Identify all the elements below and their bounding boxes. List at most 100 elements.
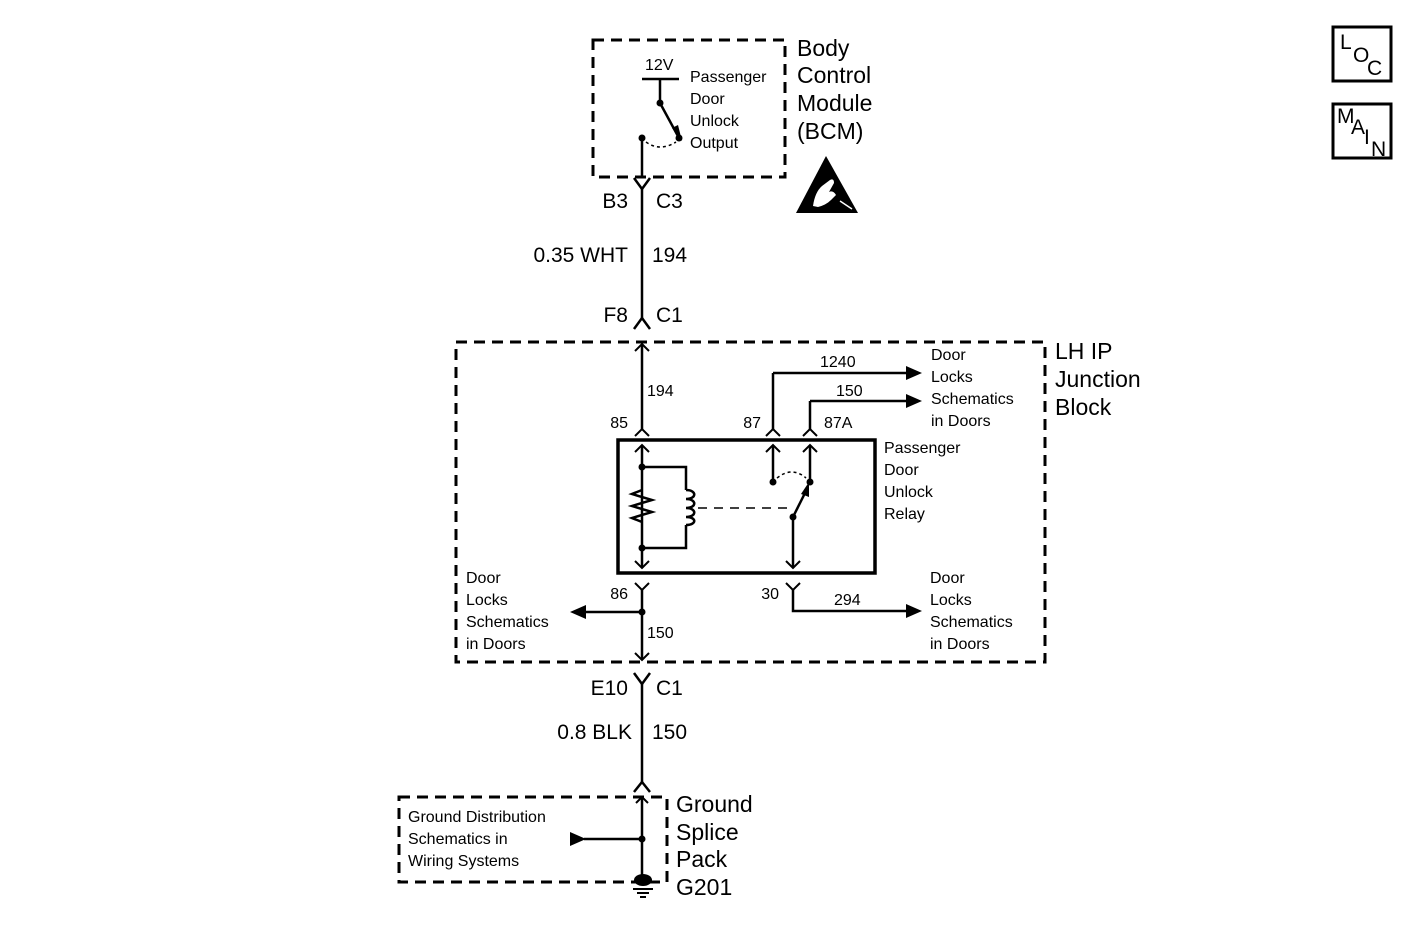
jb-bottom-connector-pin: E10 — [591, 677, 628, 700]
jb-circuit-194: 194 — [647, 383, 674, 400]
wire-294 — [791, 590, 908, 613]
esd-warning-icon — [796, 156, 858, 213]
jb-bottom-connector-v — [632, 672, 652, 687]
jb-bottom-connector: E10 C1 — [591, 672, 683, 700]
jb-title-line-3: Block — [1055, 394, 1112, 420]
bcm-title-line-1: Body — [797, 35, 850, 61]
bcm-connector-v — [632, 177, 652, 192]
dest-top-right-line-3: Schematics — [931, 391, 1014, 408]
main-letter-2: A — [1351, 116, 1365, 139]
term-87-label: 87 — [743, 415, 761, 432]
junction-block: LH IP Junction Block 194 85 1240 87 150 … — [454, 338, 1141, 664]
term-87-caret — [765, 427, 781, 437]
term-85-label: 85 — [610, 415, 628, 432]
jb-title-line-2: Junction — [1055, 366, 1141, 392]
jb-circuit-150-bottom: 150 — [647, 625, 674, 642]
passenger-door-unlock-relay — [616, 438, 877, 575]
ground-stud — [634, 874, 652, 886]
relay-label-line-4: Relay — [884, 506, 925, 523]
bcm-connector: B3 C3 — [602, 177, 683, 213]
relay-resistor — [627, 488, 657, 524]
relay-label-line-1: Passenger — [884, 440, 961, 457]
jb-circuit-150-top: 150 — [836, 383, 863, 400]
dest-top-right-line-2: Locks — [931, 369, 973, 386]
wire-upper-circuit: 194 — [652, 244, 687, 267]
dest-left-line-1: Door — [466, 570, 501, 587]
relay-switch-arrowhead — [801, 482, 809, 497]
jb-bottom-exit-v — [634, 652, 650, 662]
term-30-v — [785, 582, 801, 592]
ground-ref-line-1: Ground Distribution — [408, 809, 546, 826]
dest-bottom-right-line-1: Door — [930, 570, 965, 587]
relay-label-line-3: Unlock — [884, 484, 934, 501]
junction-block-boundary — [454, 340, 1047, 664]
bcm-switch-contact-right — [675, 134, 683, 142]
bcm-boundary — [591, 38, 787, 179]
ground-title-line-4: G201 — [676, 874, 732, 900]
jb-top-connector-name: C1 — [656, 304, 683, 327]
jb-bottom-connector-name: C1 — [656, 677, 683, 700]
wire-294-arrow — [906, 604, 922, 618]
term-30-label: 30 — [761, 586, 779, 603]
ground-ref-line-3: Wiring Systems — [408, 853, 519, 870]
ground-title-line-3: Pack — [676, 846, 728, 872]
relay-coil-winding — [685, 488, 696, 527]
jb-top-connector: F8 C1 — [603, 304, 683, 330]
bcm-switch-link-dotted — [645, 141, 677, 148]
relay-coil-bottom-rail — [642, 525, 688, 550]
main-button[interactable]: M A I N — [1331, 102, 1393, 161]
bcm-module: Body Control Module (BCM) 12V Passenger … — [591, 35, 872, 213]
main-letter-4: N — [1371, 138, 1386, 161]
bcm-title-line-3: Module — [797, 90, 872, 116]
loc-letter-3: C — [1367, 57, 1382, 80]
relay-85-lower-arrow — [634, 560, 650, 570]
wire-1240-arrow — [906, 366, 922, 380]
loc-button[interactable]: L O C — [1331, 25, 1393, 83]
bcm-title-line-2: Control — [797, 62, 871, 88]
dest-top-right-line-4: in Doors — [931, 413, 991, 430]
term-85-caret — [634, 427, 650, 437]
relay-label-line-2: Door — [884, 462, 919, 479]
jb-title-line-1: LH IP — [1055, 338, 1113, 364]
term-87a-label: 87A — [824, 415, 853, 432]
dest-bottom-right-line-3: Schematics — [930, 614, 1013, 631]
wire-86-branch-arrow — [570, 605, 586, 619]
relay-coil-top-rail — [642, 465, 688, 490]
bcm-title-line-4: (BCM) — [797, 118, 863, 144]
bcm-connector-pin: B3 — [602, 190, 628, 213]
relay-switch-blade — [791, 490, 808, 518]
loc-letter-2: O — [1353, 44, 1369, 67]
ground-entry-caret — [633, 779, 651, 793]
relay-30-lower-arrow — [785, 560, 801, 570]
ground-title-line-2: Splice — [676, 819, 739, 845]
ground-ref-arrow — [570, 832, 586, 846]
jb-top-connector-pin: F8 — [603, 304, 628, 327]
bcm-output-line-4: Output — [690, 135, 739, 152]
main-letter-3: I — [1364, 126, 1370, 149]
term-86-label: 86 — [610, 586, 628, 603]
dest-bottom-right-line-4: in Doors — [930, 636, 990, 653]
bcm-supply-label: 12V — [645, 57, 674, 74]
jb-top-connector-caret — [632, 315, 652, 330]
dest-bottom-right-line-2: Locks — [930, 592, 972, 609]
main-letter-1: M — [1337, 105, 1355, 128]
dest-left-line-2: Locks — [466, 592, 508, 609]
relay-switch-dotted-arc — [776, 471, 807, 479]
wire-upper-gauge: 0.35 WHT — [533, 244, 628, 267]
bcm-output-line-1: Passenger — [690, 69, 767, 86]
term-87a-caret — [802, 427, 818, 437]
dest-left-line-4: in Doors — [466, 636, 526, 653]
ground-title-line-1: Ground — [676, 791, 753, 817]
wire-lower-circuit: 150 — [652, 721, 687, 744]
bcm-output-line-2: Door — [690, 91, 725, 108]
ground-splice-pack: Ground Distribution Schematics in Wiring… — [397, 791, 753, 900]
term-86-v — [634, 582, 650, 592]
ground-splice-boundary — [397, 795, 669, 884]
bcm-connector-name: C3 — [656, 190, 683, 213]
loc-letter-1: L — [1340, 31, 1352, 54]
jb-circuit-1240: 1240 — [820, 354, 856, 371]
jb-circuit-294: 294 — [834, 592, 861, 609]
wire-150-top-arrow — [906, 394, 922, 408]
dest-left-line-3: Schematics — [466, 614, 549, 631]
